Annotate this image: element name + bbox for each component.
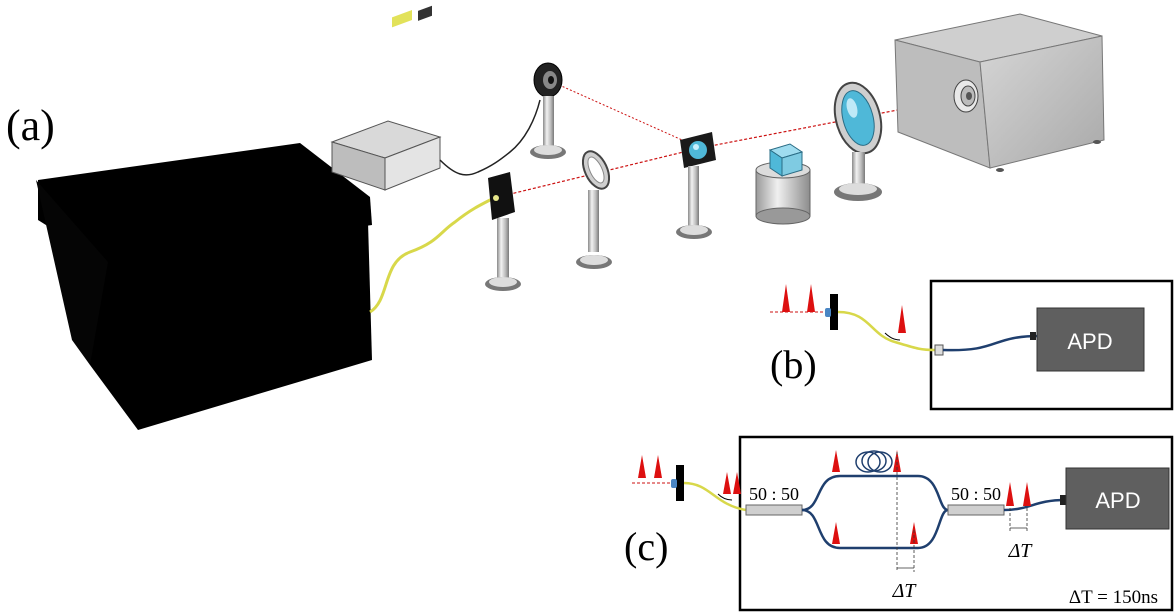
output-coupler-label: 50 : 50 bbox=[951, 484, 1001, 504]
lower-arm-pulse-1 bbox=[832, 522, 840, 544]
output-coupler bbox=[947, 504, 1005, 516]
upper-arm-pulse-2 bbox=[893, 450, 901, 472]
panel-c-input-pulse-2 bbox=[654, 455, 662, 478]
controller-display bbox=[392, 10, 412, 28]
polarizer-cube-stage bbox=[755, 143, 811, 225]
controller-keypad bbox=[418, 5, 432, 21]
focusing-lens bbox=[833, 81, 883, 201]
input-pulse-1 bbox=[782, 284, 790, 312]
output-blue-fiber bbox=[1003, 498, 1066, 512]
laser-beams bbox=[493, 79, 961, 199]
panel-c-frame bbox=[738, 435, 1174, 612]
upper-arm-fiber bbox=[801, 474, 949, 512]
input-pulse-2 bbox=[807, 284, 815, 312]
panel-b-frame bbox=[929, 279, 1174, 411]
panel-c-apd-box bbox=[1065, 467, 1170, 530]
yellow-fiber bbox=[369, 196, 495, 314]
panel-c-label: (c) bbox=[624, 524, 668, 569]
arm-delay-label: ΔT bbox=[892, 580, 918, 602]
panel-b-apd-label: APD bbox=[1067, 329, 1112, 354]
panel-b-fiber-pulse bbox=[898, 305, 906, 333]
panel-c-input-pulse-1 bbox=[638, 455, 646, 478]
delay-fiber-loop bbox=[855, 450, 893, 473]
delay-value-note: ΔT = 150ns bbox=[1069, 587, 1158, 608]
panel-c-collimator bbox=[676, 465, 684, 501]
output-delay-label: ΔT bbox=[1008, 540, 1034, 562]
panel-b: APD (b) bbox=[770, 279, 1174, 411]
panel-a-label: (a) bbox=[6, 101, 55, 150]
input-coupler bbox=[745, 504, 803, 516]
lens-mount bbox=[576, 150, 612, 269]
controller-box bbox=[330, 5, 442, 191]
output-pulse-2 bbox=[1023, 482, 1031, 506]
reference-detector bbox=[530, 62, 566, 159]
panel-c: 50 : 50 ΔT 50 : 50 ΔT APD ΔT = 150ns bbox=[624, 435, 1174, 612]
lower-arm-fiber bbox=[801, 508, 949, 550]
panel-c-fiber-pulse-1 bbox=[723, 472, 731, 494]
panel-b-apd-box bbox=[1036, 307, 1145, 372]
panel-c-yellow-fiber bbox=[683, 481, 747, 512]
grey-instrument-box bbox=[894, 13, 1105, 172]
upper-arm-pulse-1 bbox=[832, 450, 840, 472]
panel-c-fiber-pulse-2 bbox=[733, 472, 741, 494]
black-enclosure bbox=[36, 143, 372, 430]
panel-b-label: (b) bbox=[770, 342, 817, 387]
panel-c-apd-label: APD bbox=[1095, 488, 1140, 513]
panel-b-blue-fiber bbox=[942, 334, 1041, 352]
panel-b-yellow-fiber bbox=[837, 310, 936, 352]
panel-b-collimator bbox=[830, 294, 838, 330]
controller-cable bbox=[439, 99, 541, 176]
panel-a: (a) bbox=[6, 5, 1105, 430]
beam-splitter-mount bbox=[676, 132, 716, 239]
fiber-collimator-mount bbox=[485, 172, 521, 291]
output-pulse-1 bbox=[1006, 482, 1014, 506]
input-coupler-label: 50 : 50 bbox=[749, 484, 799, 504]
